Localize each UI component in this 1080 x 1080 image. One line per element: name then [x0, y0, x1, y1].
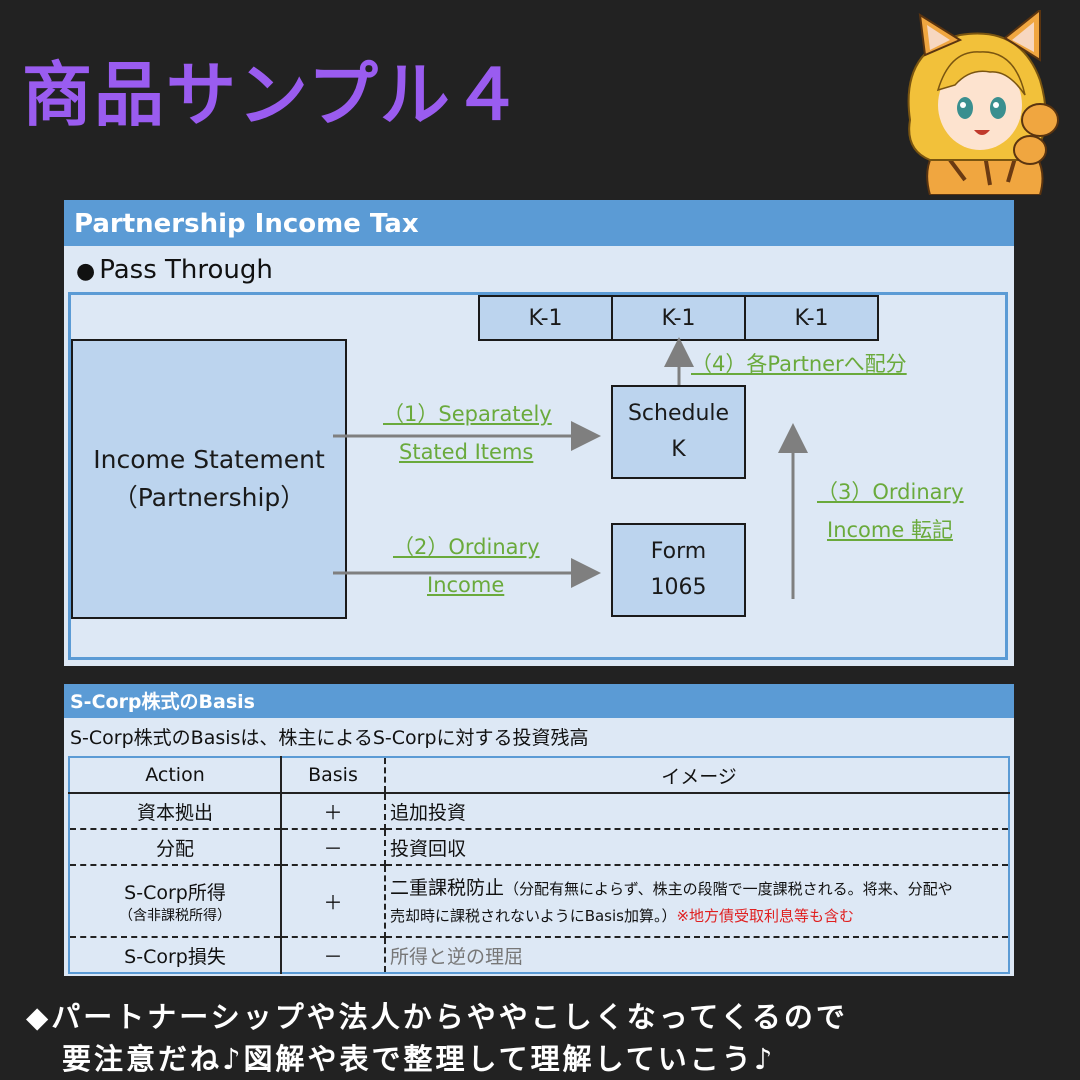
schedule-k-box: Schedule K — [611, 385, 746, 479]
label-ordinary3-line1: （3）Ordinary — [817, 480, 964, 504]
income-statement-line1: Income Statement — [93, 445, 325, 474]
image-red-note: ※地方債受取利息等も含む — [676, 906, 855, 925]
label-ordinary3-line2: Income 転記 — [827, 518, 953, 542]
column-header-basis: Basis — [281, 757, 386, 794]
cell-image: 投資回収 — [385, 829, 1009, 866]
image-note-2: 売却時に課税されないようにBasis加算。） — [390, 906, 677, 925]
panel-header: S-Corp株式のBasis — [64, 684, 1014, 718]
column-header-image: イメージ — [385, 757, 1009, 794]
income-statement-box: Income Statement （Partnership） — [71, 339, 347, 619]
image-main: 二重課税防止 — [390, 876, 505, 899]
panel-subtitle: S-Corp株式のBasisは、株主によるS-Corpに対する投資残高 — [70, 727, 589, 749]
table-header-row: Action Basis イメージ — [69, 757, 1009, 794]
bullet-icon: ● — [76, 259, 96, 284]
table-row: S-Corp所得 （含非課税所得） ＋ 二重課税防止（分配有無によらず、株主の段… — [69, 865, 1009, 938]
label-separately-line2: Stated Items — [399, 440, 534, 464]
label-ordinary2-line2: Income — [427, 573, 505, 597]
cell-basis: － — [281, 829, 386, 866]
k1-box: K-1 — [744, 295, 879, 341]
cell-image: 所得と逆の理屈 — [390, 945, 524, 968]
income-statement-line2: （Partnership） — [112, 483, 306, 512]
footer-note: ◆パートナーシップや法人からややこしくなってくるので 要注意だね♪図解や表で整理… — [26, 996, 1076, 1080]
image-note-1: （分配有無によらず、株主の段階で一度課税される。将来、分配や — [504, 879, 953, 898]
cell-basis: ＋ — [281, 793, 386, 830]
form-1065-line1: Form — [650, 539, 707, 564]
flow-diagram: K-1 K-1 K-1 Income Statement （Partnershi… — [68, 292, 1008, 660]
table-row: 資本拠出 ＋ 追加投資 — [69, 793, 1009, 830]
basis-table: Action Basis イメージ 資本拠出 ＋ 追加投資 分配 － 投資回収 … — [68, 756, 1010, 974]
schedule-k-line2: K — [671, 437, 686, 462]
table-row: 分配 － 投資回収 — [69, 829, 1009, 866]
panel-header: Partnership Income Tax — [64, 200, 1014, 246]
form-1065-line2: 1065 — [650, 575, 707, 600]
cell-action: S-Corp損失 — [69, 937, 282, 973]
cell-action: S-Corp所得 （含非課税所得） — [69, 865, 282, 938]
column-header-action: Action — [69, 757, 282, 794]
label-partner: （4）各Partnerへ配分 — [691, 352, 907, 376]
cat-girl-mascot-icon — [890, 7, 1070, 196]
table-row: S-Corp損失 － 所得と逆の理屈 — [69, 937, 1009, 973]
panel-subtitle: ●Pass Through — [76, 250, 273, 290]
form-1065-box: Form 1065 — [611, 523, 746, 617]
action-main: S-Corp所得 — [124, 881, 226, 904]
label-ordinary2-line1: （2）Ordinary — [393, 535, 540, 559]
cell-action: 分配 — [69, 829, 282, 866]
footer-line1: ◆パートナーシップや法人からややこしくなってくるので — [26, 1000, 848, 1034]
footer-line2: 要注意だね♪図解や表で整理して理解していこう♪ — [62, 1042, 776, 1076]
cell-basis: ＋ — [281, 865, 386, 938]
label-separately-line1: （1）Separately — [383, 402, 552, 426]
page-title: 商品サンプル４ — [22, 54, 524, 136]
cell-basis: － — [281, 937, 386, 973]
subtitle-text: Pass Through — [99, 255, 273, 285]
partnership-income-tax-panel: Partnership Income Tax ●Pass Through K-1… — [64, 200, 1014, 666]
action-note: （含非課税所得） — [119, 907, 231, 924]
cell-action: 資本拠出 — [69, 793, 282, 830]
cell-image: 二重課税防止（分配有無によらず、株主の段階で一度課税される。将来、分配や 売却時… — [385, 865, 1009, 938]
schedule-k-line1: Schedule — [627, 401, 730, 426]
s-corp-basis-panel: S-Corp株式のBasis S-Corp株式のBasisは、株主によるS-Co… — [64, 684, 1014, 976]
flow-arrows — [333, 337, 808, 599]
cell-image: 追加投資 — [385, 793, 1009, 830]
